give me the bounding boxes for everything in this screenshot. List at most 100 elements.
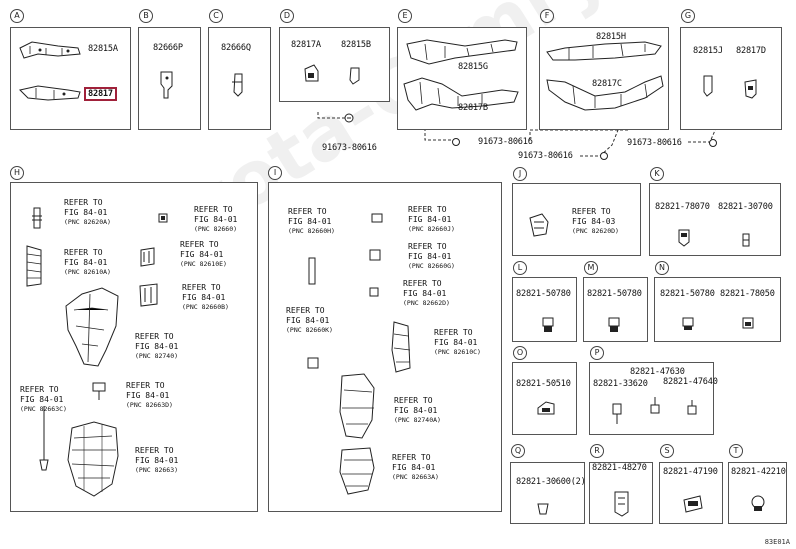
part-label-82821-33620[interactable]: 82821-33620: [593, 379, 648, 389]
part-image-82821-78050[interactable]: [740, 316, 756, 332]
refer-i2[interactable]: REFER TO FIG 84-01 (PNC 82660J): [408, 205, 455, 233]
refer-h7[interactable]: REFER TO FIG 84-01 (PNC 82663C): [20, 385, 67, 413]
part-image-i8[interactable]: [336, 446, 378, 498]
part-image-h4[interactable]: [138, 246, 158, 268]
part-image-i7[interactable]: [334, 372, 380, 444]
refer-i6[interactable]: REFER TO FIG 84-01 (PNC 82610C): [434, 328, 481, 356]
part-image-82821-50780-m[interactable]: [606, 316, 622, 334]
part-image-82815a[interactable]: [18, 38, 82, 62]
part-image-82821-47190[interactable]: [682, 494, 704, 514]
part-image-i2[interactable]: [370, 212, 384, 224]
part-image-82666p[interactable]: [158, 70, 176, 100]
part-label-82821-47190[interactable]: 82821-47190: [663, 467, 718, 477]
part-label-82821-50780-m[interactable]: 82821-50780: [587, 289, 642, 299]
refer-h4[interactable]: REFER TO FIG 84-01 (PNC 82610E): [180, 240, 227, 268]
part-label-82666p[interactable]: 82666P: [153, 43, 183, 53]
part-image-82821-30700[interactable]: [740, 232, 752, 248]
part-image-82815g[interactable]: [405, 36, 520, 70]
part-label-82817c[interactable]: 82817C: [592, 79, 622, 89]
part-image-82821-30600[interactable]: [536, 502, 550, 516]
part-label-82817a[interactable]: 82817A: [291, 40, 321, 50]
refer-h3[interactable]: REFER TO FIG 84-01 (PNC 82610A): [64, 248, 111, 276]
part-image-82821-50510[interactable]: [536, 400, 556, 416]
part-image-82821-50780-l[interactable]: [540, 316, 556, 334]
section-h: [10, 182, 258, 512]
part-label-82821-48270[interactable]: 82821-48270: [592, 463, 647, 473]
bolt-label-e[interactable]: 91673-80616: [478, 137, 533, 147]
part-label-82821-50780-l[interactable]: 82821-50780: [516, 289, 571, 299]
bolt-icon-f: [598, 150, 610, 162]
part-image-82815b[interactable]: [347, 66, 363, 86]
part-image-82817a[interactable]: [302, 63, 322, 85]
part-image-82821-33620[interactable]: [610, 402, 624, 426]
part-image-82817c[interactable]: [545, 72, 665, 114]
part-image-i5[interactable]: [306, 356, 320, 370]
part-label-82821-78050[interactable]: 82821-78050: [720, 289, 775, 299]
part-label-82821-78070[interactable]: 82821-78070: [655, 202, 710, 212]
part-image-h9[interactable]: [64, 420, 122, 498]
refer-h1[interactable]: REFER TO FIG 84-01 (PNC 82620A): [64, 198, 111, 226]
part-image-82817[interactable]: [18, 84, 82, 104]
refer-h9[interactable]: REFER TO FIG 84-01 (PNC 82663): [135, 446, 179, 474]
part-image-i3[interactable]: [368, 248, 382, 262]
part-label-82815g[interactable]: 82815G: [458, 62, 488, 72]
bolt-label-f[interactable]: 91673-80616: [518, 151, 573, 161]
bolt-label-g[interactable]: 91673-80616: [627, 138, 682, 148]
part-label-82815h[interactable]: 82815H: [596, 32, 626, 42]
refer-i3[interactable]: REFER TO FIG 84-01 (PNC 82660G): [408, 242, 455, 270]
part-label-82817-highlighted[interactable]: 82817: [84, 87, 117, 101]
part-image-h3[interactable]: [23, 244, 45, 288]
part-image-h8[interactable]: [90, 380, 112, 402]
refer-h2[interactable]: REFER TO FIG 84-01 (PNC 82660): [194, 205, 238, 233]
part-image-82821-50780-n[interactable]: [680, 316, 696, 332]
refer-h8[interactable]: REFER TO FIG 84-01 (PNC 82663D): [126, 381, 173, 409]
section-badge-b: B: [139, 9, 153, 23]
part-image-82815h[interactable]: [545, 38, 663, 66]
section-badge-g: G: [681, 9, 695, 23]
refer-i7[interactable]: REFER TO FIG 84-01 (PNC 82740A): [394, 396, 441, 424]
refer-i8[interactable]: REFER TO FIG 84-01 (PNC 82663A): [392, 453, 439, 481]
part-image-h1[interactable]: [30, 206, 44, 230]
part-label-82821-42210[interactable]: 82821-42210: [731, 467, 786, 477]
part-image-i6[interactable]: [388, 320, 414, 374]
part-label-82815b[interactable]: 82815B: [341, 40, 371, 50]
bolt-label-d[interactable]: 91673-80616: [322, 143, 377, 153]
part-image-h5[interactable]: [137, 282, 161, 308]
section-g: [680, 27, 782, 130]
part-image-j[interactable]: [526, 212, 552, 238]
part-label-82666q[interactable]: 82666Q: [221, 43, 251, 53]
part-image-82821-78070[interactable]: [676, 228, 692, 248]
part-label-82817b[interactable]: 82817B: [458, 103, 488, 113]
part-label-82821-30700[interactable]: 82821-30700: [718, 202, 773, 212]
part-image-82821-42210[interactable]: [750, 494, 766, 512]
refer-i1[interactable]: REFER TO FIG 84-01 (PNC 82660H): [288, 207, 335, 235]
part-label-82821-50780-n[interactable]: 82821-50780: [660, 289, 715, 299]
section-badge-p: P: [590, 346, 604, 360]
part-image-82817d[interactable]: [742, 78, 760, 102]
refer-j[interactable]: REFER TO FIG 84-03 (PNC 82620D): [572, 207, 619, 235]
section-badge-c: C: [209, 9, 223, 23]
part-image-h6[interactable]: [62, 286, 122, 370]
refer-h6[interactable]: REFER TO FIG 84-01 (PNC 82740): [135, 332, 179, 360]
part-label-82815j[interactable]: 82815J: [693, 46, 723, 56]
part-image-i1[interactable]: [306, 256, 318, 286]
part-image-82821-47630[interactable]: [648, 395, 662, 417]
part-label-82817d[interactable]: 82817D: [736, 46, 766, 56]
refer-i4[interactable]: REFER TO FIG 84-01 (PNC 82662D): [403, 279, 450, 307]
section-badge-l: L: [513, 261, 527, 275]
part-image-82666q[interactable]: [230, 72, 246, 98]
part-label-82815a[interactable]: 82815A: [88, 44, 118, 54]
part-image-82817b[interactable]: [402, 74, 520, 114]
refer-h5[interactable]: REFER TO FIG 84-01 (PNC 82660B): [182, 283, 229, 311]
part-label-82821-47630[interactable]: 82821-47630: [630, 367, 685, 377]
part-image-82815j[interactable]: [700, 74, 716, 98]
part-image-h2[interactable]: [157, 212, 169, 224]
part-label-82821-47640[interactable]: 82821-47640: [663, 377, 718, 387]
part-label-82821-50510[interactable]: 82821-50510: [516, 379, 571, 389]
part-image-i4[interactable]: [368, 286, 380, 298]
part-label-82821-30600[interactable]: 82821-30600(2): [516, 477, 586, 487]
refer-i5[interactable]: REFER TO FIG 84-01 (PNC 82660K): [286, 306, 333, 334]
part-image-82821-48270[interactable]: [612, 490, 632, 518]
part-image-h7[interactable]: [36, 404, 52, 474]
part-image-82821-47640[interactable]: [686, 398, 698, 416]
